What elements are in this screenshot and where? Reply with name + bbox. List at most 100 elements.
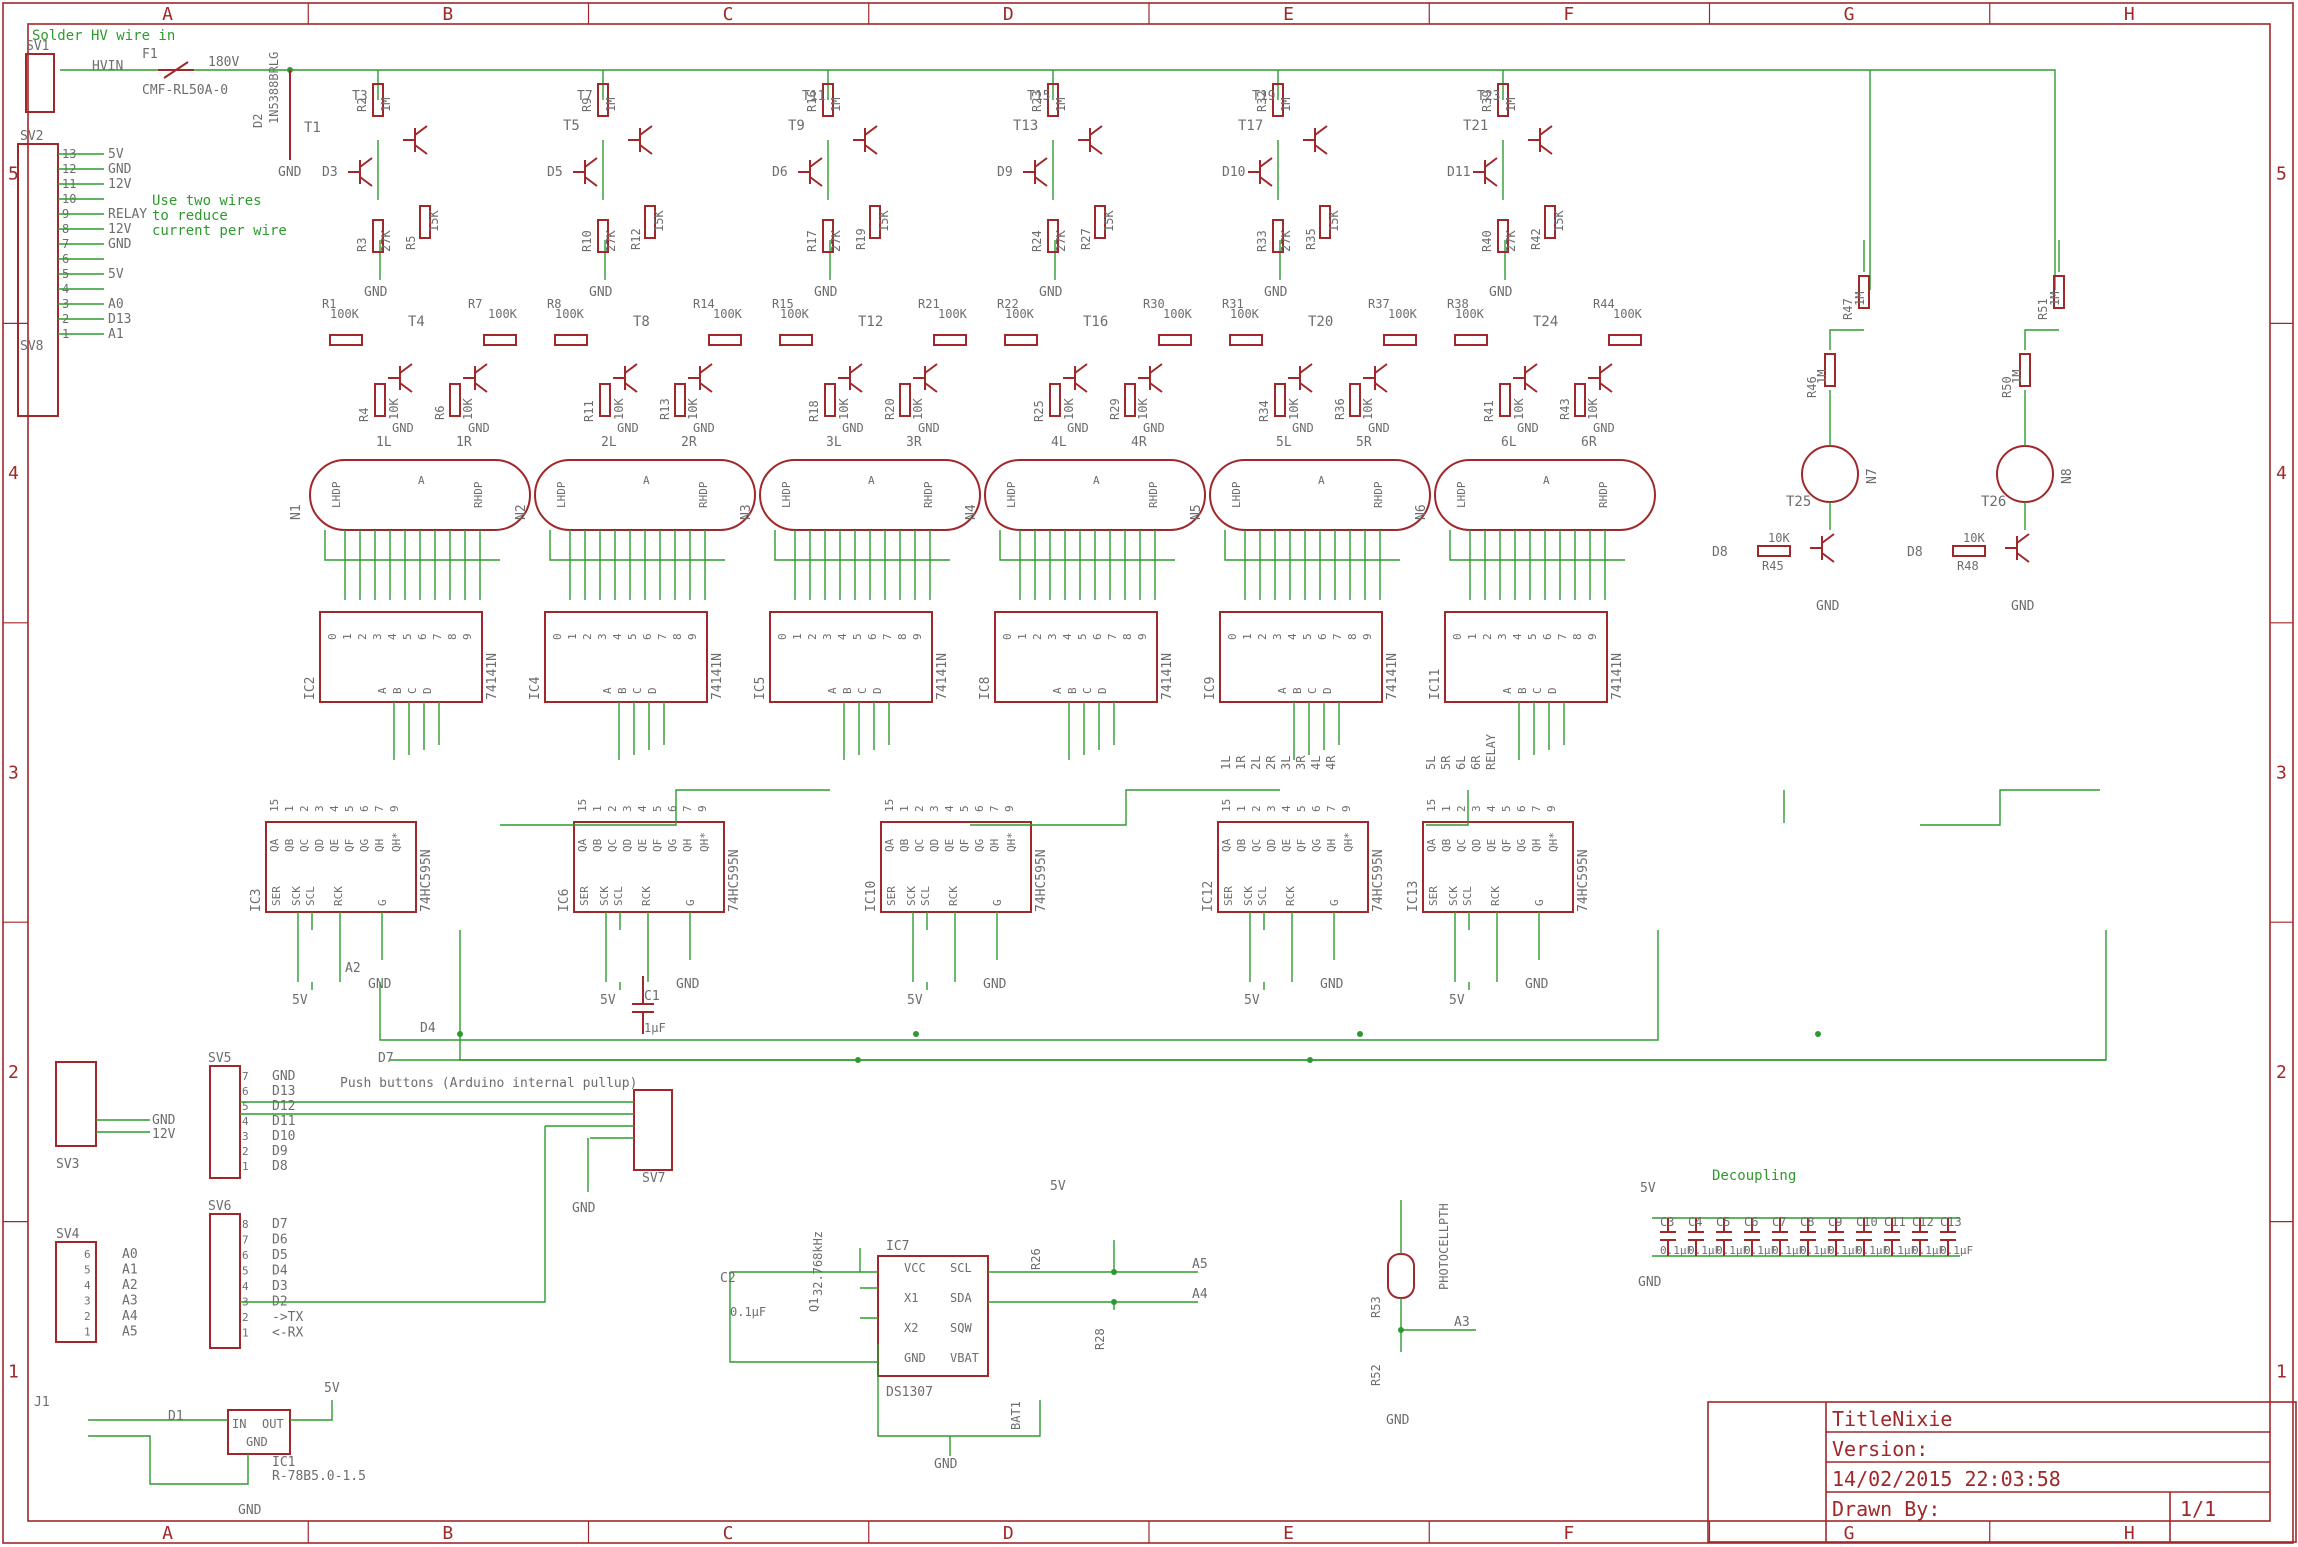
label-R44: R44: [1593, 297, 1615, 311]
value-R17: 27K: [829, 230, 843, 252]
trimmer-R21: [933, 334, 967, 346]
rtc-pin-VBAT: VBAT: [950, 1351, 979, 1365]
value-R22: 100K: [1005, 307, 1035, 321]
sr-pin-1: 1: [1440, 805, 1453, 812]
label-R21: R21: [918, 297, 940, 311]
label-R8: R8: [547, 297, 561, 311]
sv5-net-4: D10: [272, 1129, 295, 1144]
tube-rhdp-N5: RHDP: [1372, 481, 1385, 508]
sv5-net-5: D9: [272, 1144, 288, 1159]
sr-out-QA: QA: [1425, 838, 1438, 852]
hv-180v: 180V: [208, 55, 239, 70]
transistor-right-N5-symbol: [1363, 363, 1388, 393]
decoder-pin-9: 9: [911, 633, 924, 640]
decoder-pin-4: 4: [386, 633, 399, 640]
label-R38: R38: [1447, 297, 1469, 311]
label-T24: T24: [1533, 314, 1558, 330]
value-R39: 1M: [1504, 98, 1518, 112]
decap-label-C5: C5: [1716, 1215, 1730, 1229]
sr-pin-2: 2: [1250, 805, 1263, 812]
ruler-col-bottom-G: G: [1844, 1523, 1855, 1544]
rtc-q1: Q1: [807, 1298, 821, 1312]
transistor-right-N5: [1363, 363, 1388, 393]
shift-register-ref-IC12: IC12: [1201, 881, 1216, 912]
sr-rck: RCK: [1489, 886, 1502, 906]
tube-N4: [984, 459, 1206, 531]
sv4-pin-3: 3: [84, 1295, 91, 1308]
label-T15: T15: [1027, 89, 1050, 104]
gnd-right-N2: GND: [693, 421, 715, 435]
decap-label-C3: C3: [1660, 1215, 1674, 1229]
trimmer-R8: [554, 334, 588, 346]
transistor-T7-symbol: [573, 157, 598, 187]
sr-gnd-IC12: GND: [1320, 977, 1344, 992]
sr-scl: SCL: [919, 886, 932, 906]
tube-anode-N5: A: [1318, 474, 1325, 487]
sr-pin-7: 7: [1530, 805, 1543, 812]
label-R4: R4: [357, 408, 371, 422]
decoder-bcd-B: B: [1291, 687, 1304, 694]
value-R24: 27K: [1054, 230, 1068, 252]
sr-pin-5: 5: [651, 805, 664, 812]
sr-out-QA: QA: [576, 838, 589, 852]
decap-value-C12: 0.1µF: [1912, 1244, 1945, 1257]
sr12-out-1L: 1L: [1219, 756, 1233, 770]
decoder-pin-5: 5: [1526, 633, 1539, 640]
decoder-pin-3: 3: [1496, 633, 1509, 640]
decap-value-C9: 0.1µF: [1828, 1244, 1861, 1257]
value-R41-a: 10K: [1512, 398, 1526, 420]
connector-sv1: SV1 HVIN F1 180V CMF-RL50A-0 1N5388BRLG …: [25, 39, 302, 180]
label-R43: R43: [1558, 398, 1572, 420]
shift-register-body-IC3: [265, 821, 417, 913]
transistor-T9-symbol: [853, 125, 878, 155]
rtc-5v: 5V: [1050, 1179, 1066, 1194]
net-5R: 5R: [1356, 435, 1372, 450]
decoder-part-IC8: 74141N: [1160, 653, 1175, 700]
decoder-pin-1: 1: [341, 633, 354, 640]
sr-g: G: [684, 899, 697, 906]
sr-5v-IC6: 5V: [600, 993, 616, 1008]
trimmer-R30: [1158, 334, 1192, 346]
sv5-label: SV5: [208, 1051, 231, 1066]
sr12-out-2L: 2L: [1249, 756, 1263, 770]
sr13-out-5R: 5R: [1439, 755, 1453, 770]
rtc-a5: A5: [1192, 1257, 1208, 1272]
ruler-row-left-4: 4: [8, 463, 19, 484]
value-R38: 100K: [1455, 307, 1485, 321]
sr-rck: RCK: [640, 886, 653, 906]
rtc-c2-value: 0.1µF: [730, 1305, 766, 1319]
decoder-pin-1: 1: [1466, 633, 1479, 640]
neon-indicators: N7T25R46R471M1MD8R4510KGNDN8T26R50R511M1…: [1712, 240, 2075, 614]
rtc-pin-GND: GND: [904, 1351, 926, 1365]
decoder-pin-2: 2: [806, 633, 819, 640]
decap-C7: [1772, 1218, 1788, 1256]
sv4-pin-5: 5: [84, 1264, 91, 1277]
decoder-pin-6: 6: [866, 633, 879, 640]
decoder-pin-9: 9: [1361, 633, 1374, 640]
value-R12: 15K: [652, 210, 666, 232]
tube-N2: [534, 459, 756, 531]
decap-label-C9: C9: [1828, 1215, 1842, 1229]
value-R6-a: 10K: [461, 398, 475, 420]
label-R24: R24: [1030, 230, 1044, 252]
decoder-bcd-D: D: [1546, 687, 1559, 694]
ldr-sensor: PHOTOCELLPTH R53 R52 A3 GND: [1369, 1200, 1476, 1428]
rtc-a4: A4: [1192, 1287, 1208, 1302]
transistor-T21-symbol: [1528, 125, 1553, 155]
sv4-pin-1: 1: [84, 1326, 91, 1339]
sr-pin-6: 6: [973, 805, 986, 812]
sv6-pin-7: 7: [242, 1234, 249, 1247]
ruler-col-top-C: C: [723, 4, 734, 25]
ruler-row-right-4: 4: [2276, 463, 2287, 484]
sr-out-QG: QG: [666, 839, 679, 852]
sr-pin-4: 4: [636, 805, 649, 812]
psu-gnd: GND: [238, 1503, 262, 1518]
decap-value-C8: 0.1µF: [1800, 1244, 1833, 1257]
sr-pin-7: 7: [988, 805, 1001, 812]
ruler-col-bottom-C: C: [723, 1523, 734, 1544]
decap-C12: [1912, 1218, 1928, 1256]
decoder-pin-1: 1: [1016, 633, 1029, 640]
decap-label-C12: C12: [1912, 1215, 1934, 1229]
